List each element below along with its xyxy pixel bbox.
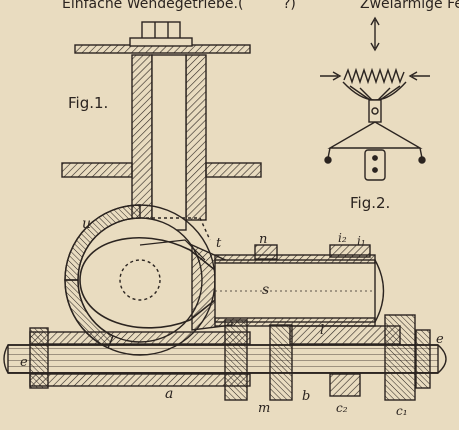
label-a: a bbox=[165, 386, 173, 402]
label-c2: c₂ bbox=[336, 401, 348, 415]
header-left-title-tail: ?) bbox=[283, 0, 296, 12]
base-plate-upper bbox=[29, 331, 251, 345]
fig1-label: Fig.1. bbox=[68, 94, 108, 112]
label-e-left: e bbox=[20, 355, 28, 370]
fig2-label: Fig.2. bbox=[350, 194, 390, 212]
vertical-spindle bbox=[151, 54, 187, 231]
fig1-drawing bbox=[3, 21, 447, 401]
label-b: b bbox=[302, 389, 310, 404]
housing-left-wall bbox=[131, 54, 153, 221]
bottom-bracket bbox=[364, 149, 386, 181]
label-c1: c₁ bbox=[396, 404, 408, 418]
hub-bore bbox=[119, 259, 161, 301]
housing-right-wall bbox=[185, 54, 207, 221]
label-u: u bbox=[82, 216, 91, 232]
end-collar-right bbox=[415, 329, 431, 389]
collar-c2 bbox=[329, 373, 361, 397]
center-block bbox=[368, 99, 382, 123]
flange-right bbox=[205, 162, 262, 178]
lever-arms bbox=[327, 121, 423, 149]
end-collar-left bbox=[29, 327, 49, 389]
collar-b bbox=[269, 324, 293, 401]
flange-left bbox=[61, 162, 133, 178]
fig2-drawing bbox=[320, 16, 430, 181]
label-i2: i₂ bbox=[338, 231, 347, 245]
header-left-title: Einfache Wendegetriebe.( bbox=[62, 0, 243, 12]
label-s: s bbox=[262, 282, 269, 298]
collar-i bbox=[329, 244, 371, 258]
label-i1: i₁ bbox=[357, 234, 366, 248]
spring bbox=[343, 67, 405, 85]
label-e-right: e bbox=[436, 332, 444, 347]
bearing-l bbox=[289, 325, 401, 345]
nut-m bbox=[224, 319, 248, 401]
label-l: l bbox=[320, 323, 324, 338]
base-plate-lower bbox=[29, 373, 251, 387]
label-n: n bbox=[259, 232, 267, 247]
main-screw-shaft bbox=[7, 344, 439, 374]
collar-c1 bbox=[384, 314, 416, 401]
header-right-title: Zweiarmige Fe bbox=[360, 0, 459, 12]
washer bbox=[129, 37, 193, 47]
collar-n bbox=[254, 244, 278, 260]
label-t: t bbox=[216, 236, 222, 251]
label-m: m bbox=[258, 401, 270, 416]
